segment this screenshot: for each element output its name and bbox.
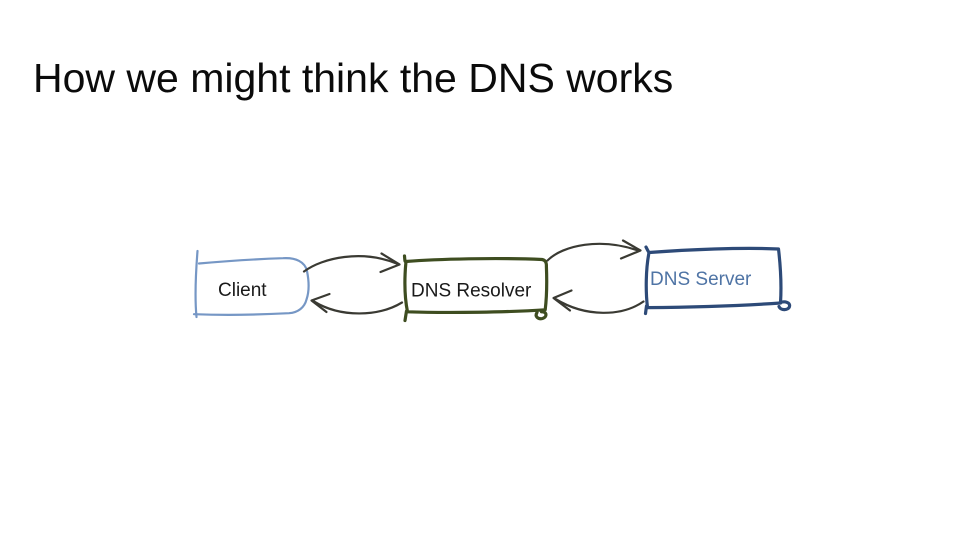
resolver-box-shape xyxy=(402,254,549,315)
arrow-client-to-resolver xyxy=(302,255,398,273)
resolver-corner-tick xyxy=(403,309,409,323)
edge-server-to-resolver xyxy=(552,289,645,314)
slide-title: How we might think the DNS works xyxy=(33,55,674,101)
client-box-left-stroke xyxy=(194,249,199,319)
arrowhead-resolver-to-client xyxy=(310,292,331,314)
client-node: Client xyxy=(192,249,310,319)
arrowhead-server-to-resolver xyxy=(552,289,573,312)
arrowhead-resolver-to-server xyxy=(619,239,642,260)
edge-client-to-resolver xyxy=(302,252,401,274)
server-label: DNS Server xyxy=(650,269,752,290)
resolver-label: DNS Resolver xyxy=(411,281,532,302)
client-box-shape xyxy=(192,257,310,316)
server-corner-loop xyxy=(777,300,792,312)
server-node: DNS Server xyxy=(643,245,792,316)
arrow-server-to-resolver xyxy=(554,297,645,314)
client-label: Client xyxy=(218,280,267,301)
resolver-corner-loop xyxy=(534,310,548,321)
arrow-resolver-to-client xyxy=(312,300,404,315)
edge-resolver-to-client xyxy=(310,292,404,315)
server-corner-tick xyxy=(643,304,649,316)
resolver-node: DNS Resolver xyxy=(402,254,549,323)
arrowhead-client-to-resolver xyxy=(379,252,401,274)
arrow-resolver-to-server xyxy=(546,242,640,262)
edge-resolver-to-server xyxy=(546,239,642,262)
